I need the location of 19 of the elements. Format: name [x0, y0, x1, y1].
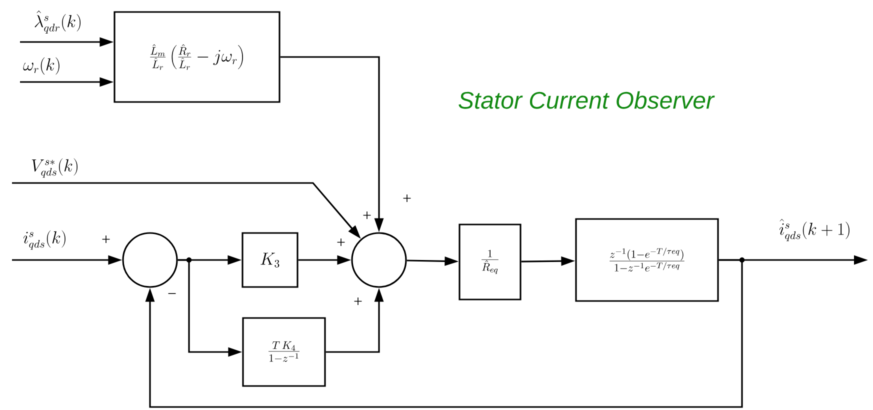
sign-label: +: [337, 238, 345, 246]
sign-label: −: [168, 293, 176, 294]
summing-junction: [122, 232, 178, 288]
block-box: $\frac{\hat{L}_m}{\hat{L}_r}\left(\frac{\hat{R}_r}{\hat{L}_r} - j\omega_r\right)$: [114, 11, 280, 103]
summing-junction: [351, 232, 407, 288]
sign-label: +: [354, 298, 362, 305]
signal-label: $\hat{\lambda}_{qdr}^{s}(k)$: [34, 10, 81, 34]
block-box: $K_3$: [242, 232, 298, 288]
title: Stator Current Observer: [458, 91, 715, 109]
signal-label: $\hat{i}_{qds}^{s}(k+1)$: [779, 218, 850, 242]
sign-label: +: [403, 194, 411, 202]
signal-label: $\omega_r(k)$: [23, 57, 60, 75]
block-box: $\frac{T\,K_4}{1-z^{-1}}$: [242, 317, 326, 387]
signal-label: $V_{qds}^{s*}(k)$: [32, 158, 78, 178]
block-box: $\frac{z^{-1}(1-e^{-T/\tau eq})}{1-z^{-1}e^{-T/\tau eq}}$: [575, 218, 719, 302]
sign-label: +: [363, 212, 371, 219]
block-box: $\frac{1}{\hat{R}_{eq}}$: [458, 224, 522, 300]
arrow: [145, 259, 743, 408]
signal-label: $i_{qds}^{s}(k)$: [23, 230, 66, 250]
